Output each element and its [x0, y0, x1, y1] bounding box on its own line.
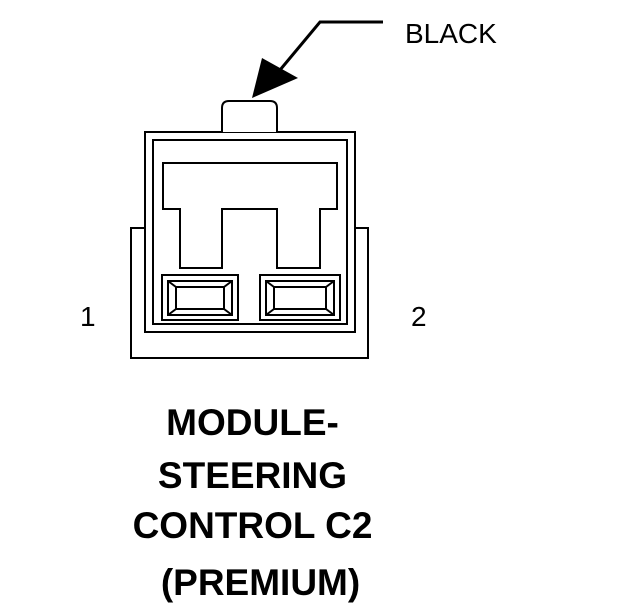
title-line-2: STEERING — [157, 455, 348, 496]
title-line-4: (PREMIUM) — [160, 562, 361, 603]
pin-cavity-2 — [259, 274, 341, 321]
callout-label-color: BLACK — [405, 18, 497, 49]
connector-key — [162, 162, 338, 269]
title-line-3: CONTROL C2 — [132, 505, 373, 546]
callout-arrowhead — [252, 58, 298, 98]
callout-leader — [278, 20, 383, 71]
pin-cavity-1 — [161, 274, 239, 321]
pin-number-2: 2 — [411, 301, 427, 332]
title-line-1: MODULE- — [166, 402, 339, 443]
pin-number-1: 1 — [80, 301, 96, 332]
